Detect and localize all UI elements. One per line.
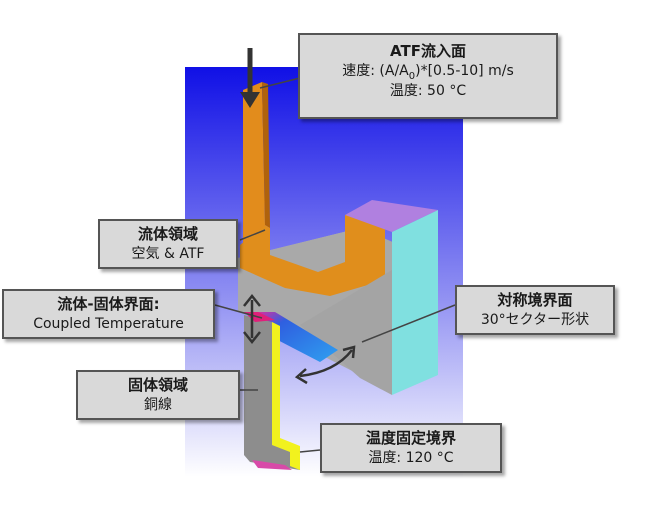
symmetry-arrow-head-left [294,368,308,385]
callout-inlet: ATF流入面 速度: (A/A0)*[0.5-10] m/s 温度: 50 °C [298,33,558,119]
symmetry-arrow-head-right [342,345,356,359]
leader-fluid [239,229,266,241]
fluid-chamber [240,212,385,296]
inlet-arrow-head [240,92,260,108]
symmetry-title: 対称境界面 [497,291,573,309]
interface-arrow-head-top [243,293,261,307]
fluid-channel-side [262,82,270,228]
solid-region-title: 固体領域 [127,376,188,394]
fixed-temp-sub: 温度: 120 °C [368,449,454,466]
fixed-temperature-face [272,322,300,470]
inlet-temperature: 温度: 50 °C [389,83,467,100]
leader-symmetry [361,304,456,343]
fluid-channel [243,82,265,245]
callout-interface: 流体-固体界面: Coupled Temperature [2,289,215,339]
interface-arrow-head-bottom [243,331,261,345]
leader-fixed-temp [299,449,321,453]
fluid-region-sub: 空気 & ATF [131,245,205,262]
inlet-speed: 速度: (A/A0)*[0.5-10] m/s [342,62,514,82]
symmetry-curved-arrow [299,349,353,378]
fluid-region-title: 流体領域 [137,225,198,243]
fluid-solid-interface [258,312,338,362]
callout-fluid-region: 流体領域 空気 & ATF [98,219,238,269]
interface-title: 流体-固体界面: [57,295,160,313]
solid-lower-face [300,270,392,395]
symmetry-plane [392,210,438,395]
callout-solid-region: 固体領域 銅線 [76,370,240,420]
leader-interface [214,304,263,319]
fixed-temp-title: 温度固定境界 [365,429,456,447]
inlet-title: ATF流入面 [390,42,466,60]
solid-region-sub: 銅線 [144,396,172,413]
symmetry-block-top [345,200,438,232]
leader-inlet [259,77,301,89]
interface-sub: Coupled Temperature [33,315,184,332]
symmetry-sub: 30°セクター形状 [480,311,590,328]
callout-fixed-temp: 温度固定境界 温度: 120 °C [320,423,502,473]
callout-symmetry: 対称境界面 30°セクター形状 [455,285,615,335]
wire-bottom-pink [252,460,292,470]
